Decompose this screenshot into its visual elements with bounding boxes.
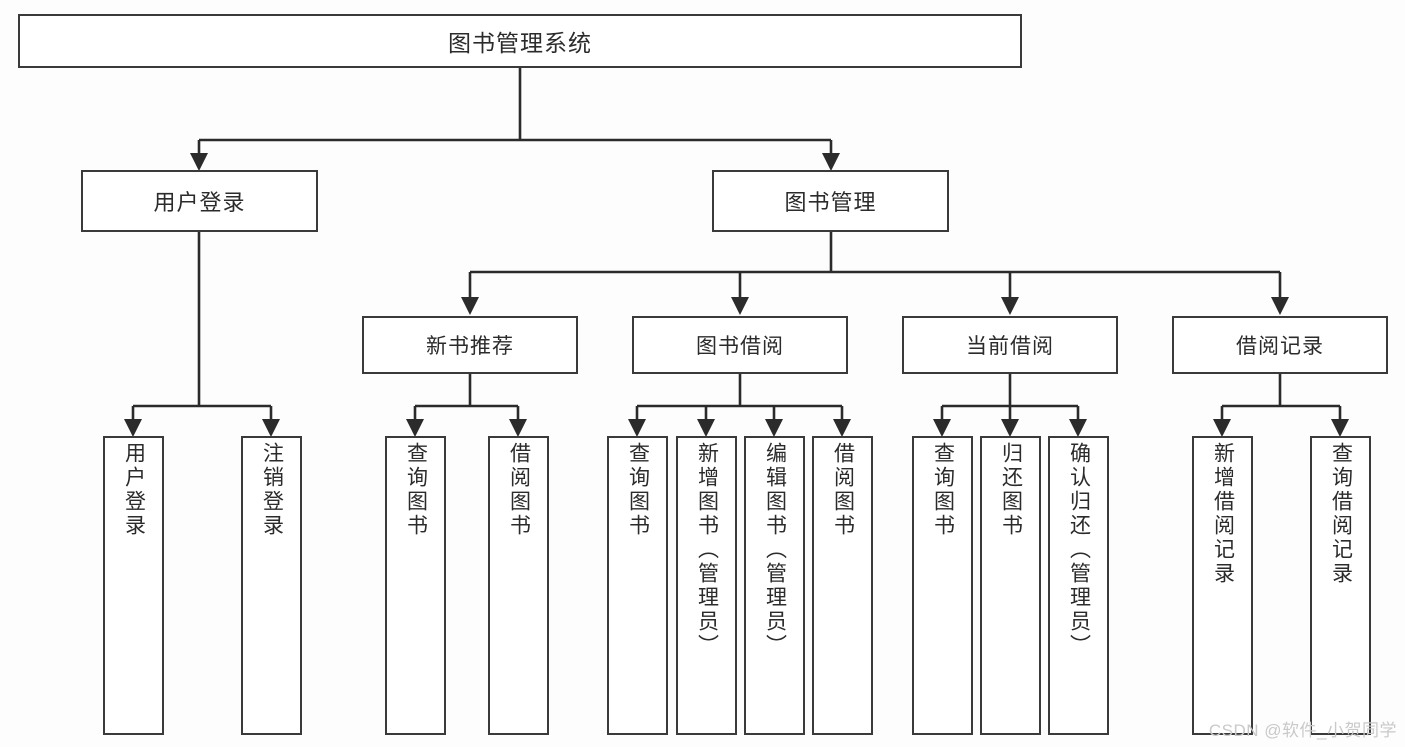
- node-label: 图书管理: [784, 190, 877, 215]
- node-user-login[interactable]: 用户登录: [81, 170, 318, 232]
- node-label: 借阅图书: [831, 442, 855, 538]
- node-label: 查询图书: [931, 442, 955, 538]
- leaf-book-borrow-query-book[interactable]: 查询图书: [607, 436, 668, 735]
- node-borrow-record[interactable]: 借阅记录: [1172, 316, 1388, 374]
- node-label: 新增图书（管理员）: [695, 442, 719, 658]
- node-label: 确认归还（管理员）: [1067, 442, 1091, 658]
- leaf-user-login-login[interactable]: 用户登录: [103, 436, 164, 735]
- leaf-borrow-record-add-record[interactable]: 新增借阅记录: [1192, 436, 1253, 735]
- node-label: 查询图书: [404, 442, 428, 538]
- node-label: 用户登录: [153, 190, 246, 215]
- node-label: 注销登录: [260, 442, 284, 538]
- node-root-system[interactable]: 图书管理系统: [18, 14, 1022, 68]
- leaf-current-borrow-return-book[interactable]: 归还图书: [980, 436, 1041, 735]
- leaf-current-borrow-confirm-return-admin[interactable]: 确认归还（管理员）: [1048, 436, 1109, 735]
- node-label: 当前借阅: [966, 335, 1054, 358]
- node-label: 借阅记录: [1236, 335, 1324, 358]
- node-book-management[interactable]: 图书管理: [712, 170, 949, 232]
- node-current-borrow[interactable]: 当前借阅: [902, 316, 1118, 374]
- leaf-book-borrow-borrow-book[interactable]: 借阅图书: [812, 436, 873, 735]
- leaf-new-book-borrow-book[interactable]: 借阅图书: [488, 436, 549, 735]
- leaf-book-borrow-edit-book-admin[interactable]: 编辑图书（管理员）: [744, 436, 805, 735]
- node-label: 用户登录: [122, 442, 146, 538]
- node-label: 新书推荐: [426, 335, 514, 358]
- leaf-new-book-query-book[interactable]: 查询图书: [385, 436, 446, 735]
- node-label: 借阅图书: [507, 442, 531, 538]
- node-label: 图书借阅: [696, 335, 784, 358]
- leaf-book-borrow-add-book-admin[interactable]: 新增图书（管理员）: [676, 436, 737, 735]
- node-label: 查询图书: [626, 442, 650, 538]
- leaf-current-borrow-query-book[interactable]: 查询图书: [912, 436, 973, 735]
- leaf-borrow-record-query-record[interactable]: 查询借阅记录: [1310, 436, 1371, 735]
- node-new-book-recommend[interactable]: 新书推荐: [362, 316, 578, 374]
- watermark-text: CSDN @软件_小贺同学: [1208, 721, 1397, 740]
- node-label: 图书管理系统: [448, 30, 592, 56]
- node-label: 归还图书: [999, 442, 1023, 538]
- node-label: 查询借阅记录: [1329, 442, 1353, 586]
- node-label: 编辑图书（管理员）: [763, 442, 787, 658]
- node-label: 新增借阅记录: [1211, 442, 1235, 586]
- node-book-borrow[interactable]: 图书借阅: [632, 316, 848, 374]
- leaf-user-login-logout[interactable]: 注销登录: [241, 436, 302, 735]
